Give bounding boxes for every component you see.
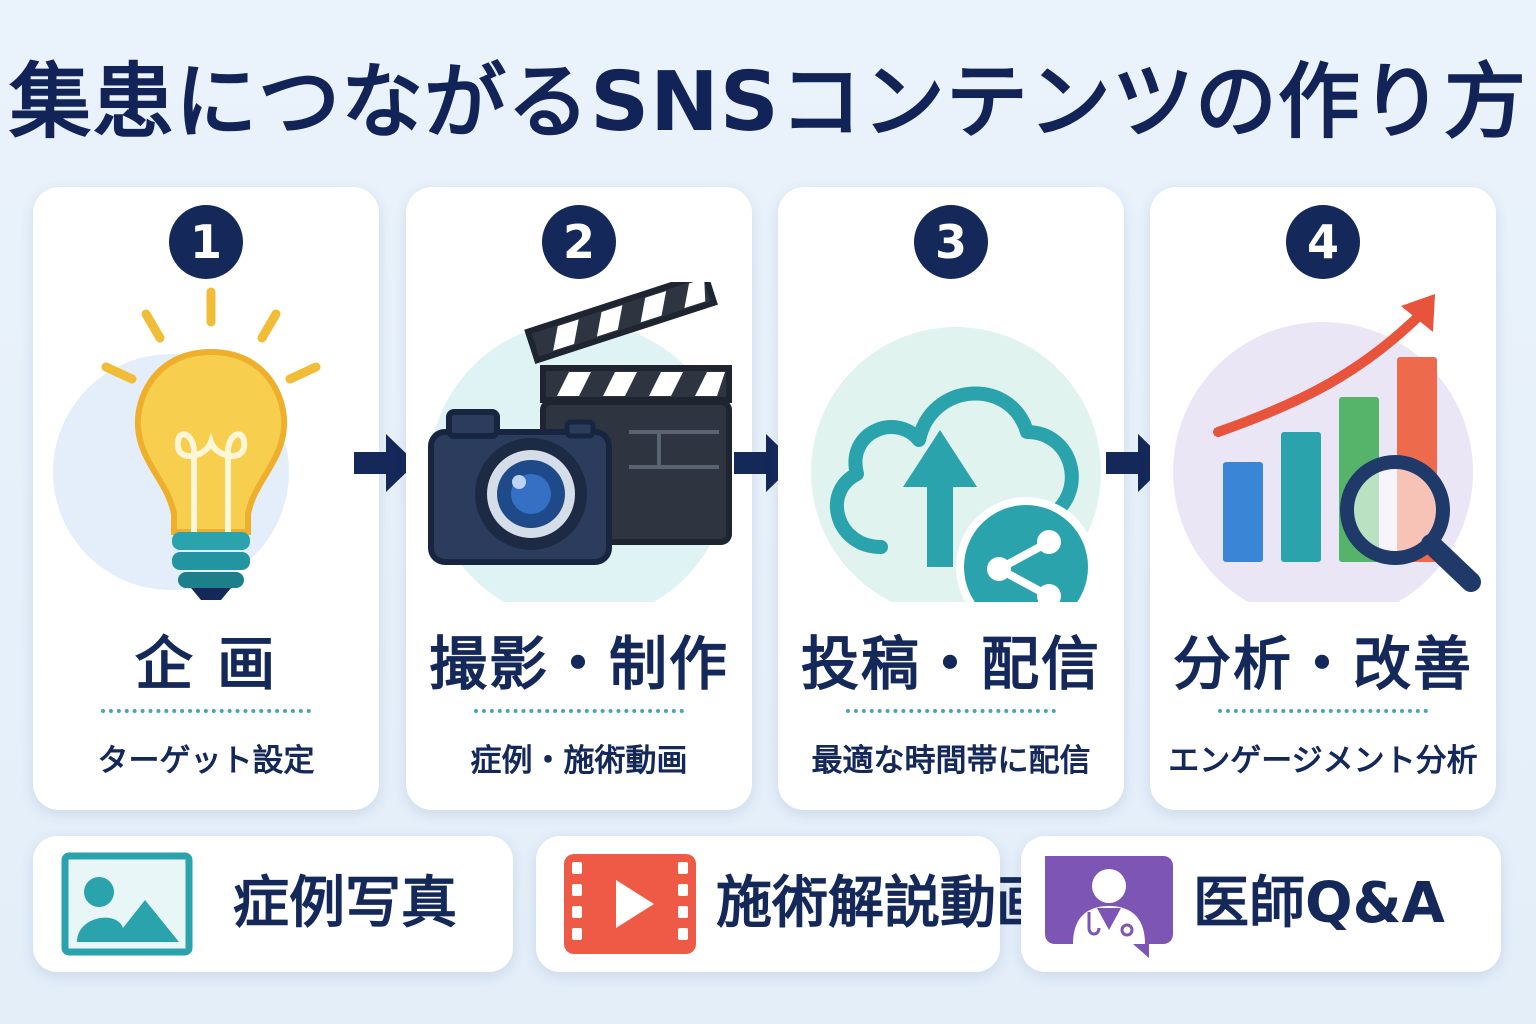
doctor-chat-icon: [1045, 856, 1173, 958]
lightbulb-icon: [53, 287, 321, 600]
step-title: 撮影・制作: [428, 630, 729, 698]
step-description: ターゲット設定: [97, 743, 315, 779]
content-type-label: 施術解説動画: [716, 871, 1052, 936]
content-type-label: 医師Q&A: [1193, 871, 1445, 936]
dotted-divider: [101, 709, 311, 713]
step-title: 投稿・配信: [800, 630, 1101, 698]
step-card-planning: 1 企 画 ターゲット設定: [33, 187, 379, 810]
step-number: 4: [1286, 205, 1360, 279]
video-play-icon: [564, 854, 696, 954]
step-number: 2: [542, 205, 616, 279]
dotted-divider: [474, 709, 684, 713]
step-title: 企 画: [134, 630, 278, 698]
step-number: 1: [169, 205, 243, 279]
step-description: 症例・施術動画: [470, 743, 688, 779]
step-description: 最適な時間帯に配信: [811, 743, 1091, 779]
content-type-label: 症例写真: [233, 871, 457, 936]
dotted-divider: [846, 709, 1056, 713]
step-card-analysis: 4 分析・改善 エンゲージメント分析: [1150, 187, 1496, 810]
bar-chart-magnifier-icon: [1173, 294, 1481, 602]
content-type-doctor-qa: 医師Q&A: [1021, 836, 1501, 972]
dotted-divider: [1218, 709, 1428, 713]
camera-clapperboard-icon: [428, 282, 732, 602]
arrow-right-icon: [354, 434, 416, 492]
page-title: 集患につながるSNSコンテンツの作り方: [9, 55, 1527, 150]
step-number: 3: [914, 205, 988, 279]
step-card-posting: 3 投稿・配信 最適な時間帯に配信: [778, 187, 1124, 810]
cloud-upload-share-icon: [811, 327, 1101, 602]
content-type-case-photos: 症例写真: [33, 836, 513, 972]
image-icon: [61, 852, 193, 956]
step-title: 分析・改善: [1172, 630, 1473, 698]
step-description: エンゲージメント分析: [1168, 743, 1478, 779]
step-card-production: 2: [406, 187, 752, 810]
content-type-treatment-video: 施術解説動画: [536, 836, 1052, 972]
